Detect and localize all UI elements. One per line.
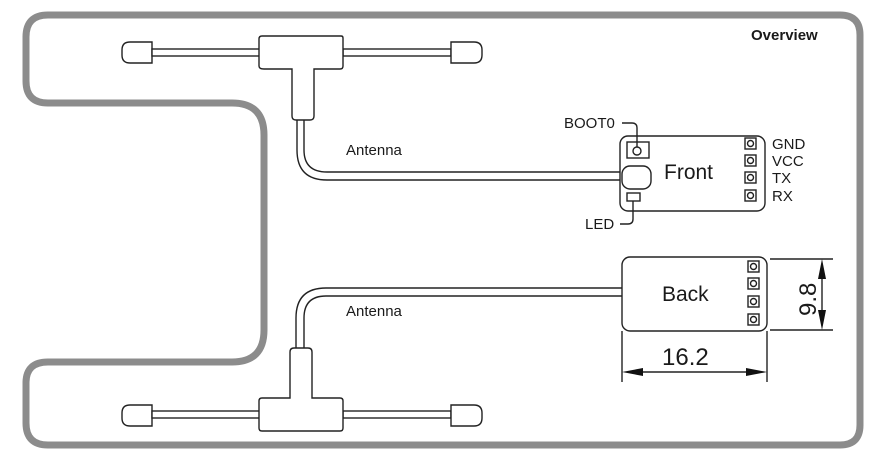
antenna-rod-right (342, 48, 452, 57)
antenna-label-top: Antenna (346, 142, 403, 159)
back-module: Back (621, 256, 768, 332)
antenna-rod-left (151, 410, 261, 419)
back-pin-header (747, 260, 760, 326)
overview-title: Overview (751, 27, 818, 44)
front-module: Front GND VCC TX RX BOOT0 LED (564, 115, 806, 233)
pin-label-tx: TX (772, 170, 791, 187)
antenna-tip-right (450, 404, 483, 427)
pin-label-rx: RX (772, 188, 793, 205)
boot-callout-line (622, 122, 638, 147)
back-label: Back (662, 283, 709, 306)
pin-label-gnd: GND (772, 136, 806, 153)
antenna-rod-right (342, 410, 452, 419)
boot-callout-label: BOOT0 (564, 115, 615, 132)
antenna-rod-left (151, 48, 261, 57)
antenna-tip-left (121, 41, 153, 64)
antenna-cable (295, 287, 622, 348)
antenna-t-connector (258, 35, 344, 121)
antenna-cable (296, 120, 622, 181)
enclosure-outline (22, 11, 864, 449)
front-label: Front (664, 161, 713, 184)
antenna-t-connector (258, 347, 344, 432)
back-board (621, 256, 768, 332)
pin-label-vcc: VCC (772, 153, 804, 170)
dimension-height: 9.8 (770, 258, 833, 331)
antenna-label-bottom: Antenna (346, 303, 403, 320)
bottom-antenna: Antenna (121, 287, 622, 432)
dimension-width-value: 16.2 (662, 344, 709, 371)
antenna-tip-left (121, 404, 153, 427)
front-board (619, 135, 766, 212)
led-callout-label: LED (585, 216, 614, 233)
front-pin-header (744, 137, 757, 202)
led-indicator (626, 192, 641, 202)
dimension-width: 16.2 (621, 331, 768, 382)
antenna-connector (621, 165, 652, 190)
led-callout-line (620, 201, 634, 225)
boot-button-dot (632, 146, 642, 156)
antenna-tip-right (450, 41, 483, 64)
top-antenna: Antenna (121, 35, 622, 181)
dimension-height-value: 9.8 (795, 283, 822, 316)
